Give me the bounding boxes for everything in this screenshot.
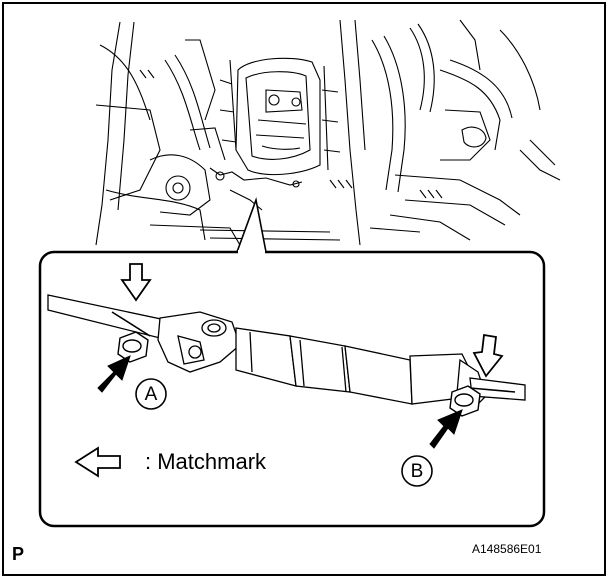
figure-code: A148586E01 — [472, 542, 542, 556]
steering-intermediate-shaft-drawing — [47, 294, 526, 411]
legend-matchmark-arrow-icon — [74, 446, 121, 478]
legend-text: : Matchmark — [145, 449, 267, 474]
callout-label-a: A — [144, 384, 158, 405]
bolt-pointer-arrow-icon — [429, 409, 463, 449]
callout-circle-b — [401, 455, 433, 487]
bolt-b — [449, 385, 481, 417]
detail-frame — [38, 250, 546, 528]
callout-label-b: B — [410, 461, 424, 482]
bolt-a — [117, 331, 149, 363]
callout-pointer — [236, 197, 267, 253]
matchmark-line-b — [469, 387, 516, 393]
matchmark-arrow-icon — [472, 333, 504, 378]
matchmark-arrow-icon — [120, 263, 152, 302]
engine-transmission-underside-drawing — [95, 19, 561, 246]
bolt-pointer-arrow-icon — [97, 355, 131, 393]
callout-circle-a — [135, 378, 167, 410]
page-letter: P — [12, 544, 25, 564]
matchmark-line-a — [111, 311, 151, 337]
